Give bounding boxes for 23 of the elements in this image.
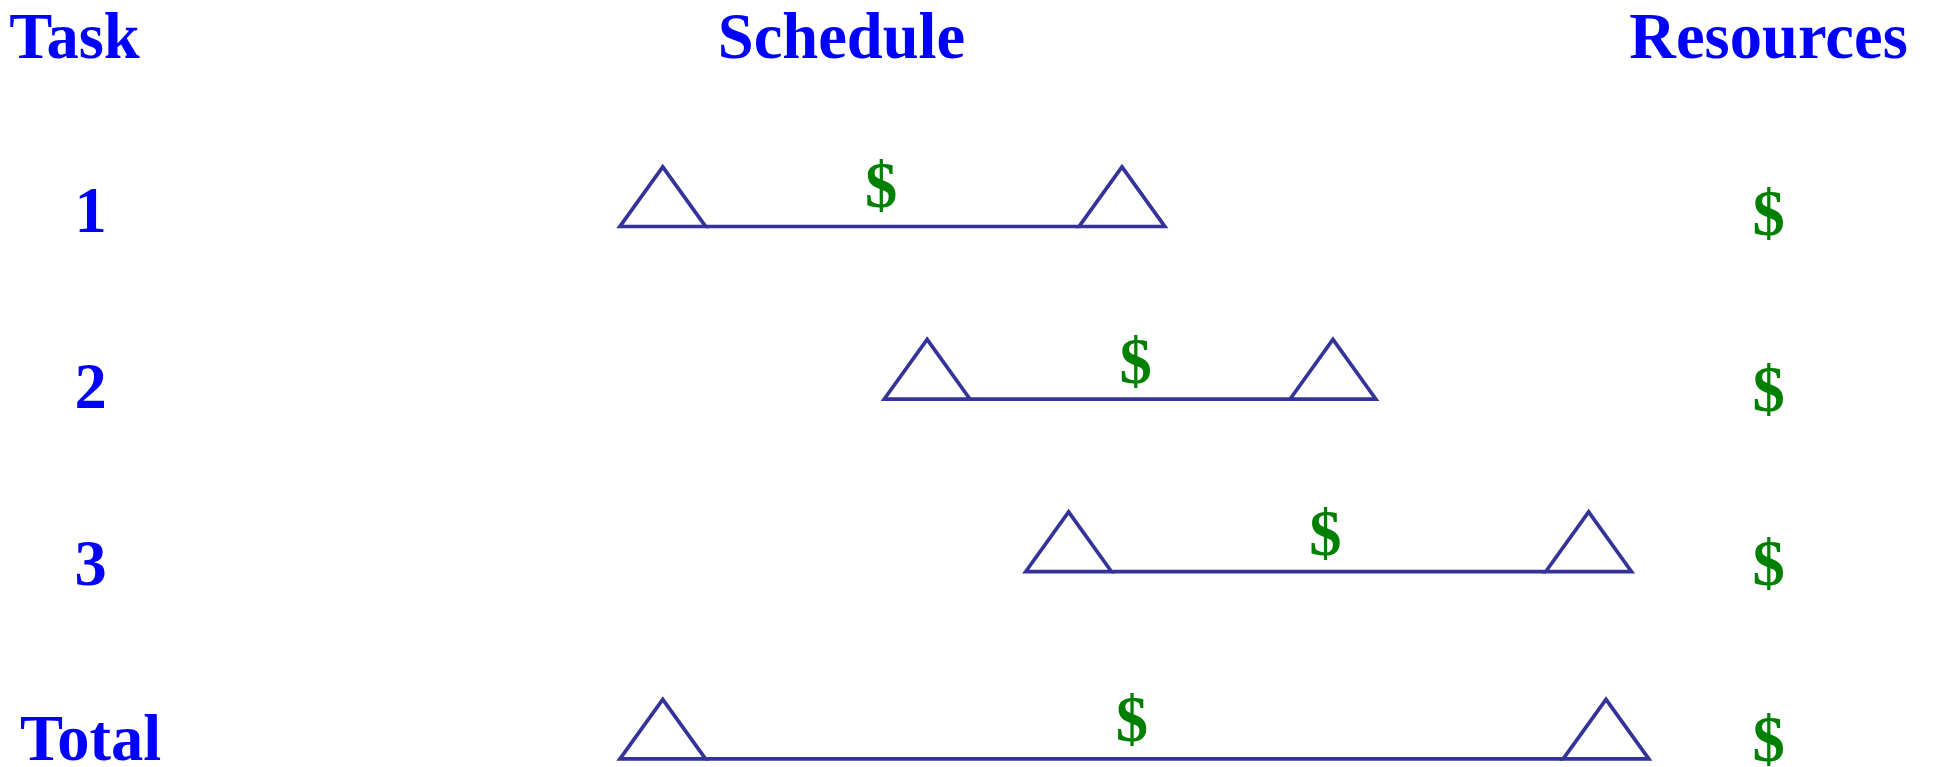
header-text: Task [9,4,140,70]
resource-cost: $ [1752,531,1785,596]
header-text: Schedule [717,4,966,70]
resource-cost: $ [1752,357,1785,422]
row-label: Total [20,706,162,767]
milestone-triangle [1077,165,1167,229]
milestone-triangle [882,337,972,401]
milestone-triangle [1561,697,1651,761]
task-number: 2 [74,354,107,420]
milestone-triangle [1543,510,1634,574]
schedule-bar [705,757,1564,761]
header-text: Resources [1629,4,1908,70]
task-number: 1 [74,178,107,244]
milestone-triangle [1023,510,1114,574]
milestone-triangle [618,697,708,761]
schedule-bar [1111,569,1546,574]
task-number: 3 [74,531,107,596]
resource-cost: $ [1752,707,1785,767]
milestone-triangle [618,165,708,229]
schedule-bar [705,224,1080,229]
resource-cost: $ [1752,181,1785,246]
schedule-bar [969,397,1291,401]
milestone-triangle [1288,337,1378,401]
